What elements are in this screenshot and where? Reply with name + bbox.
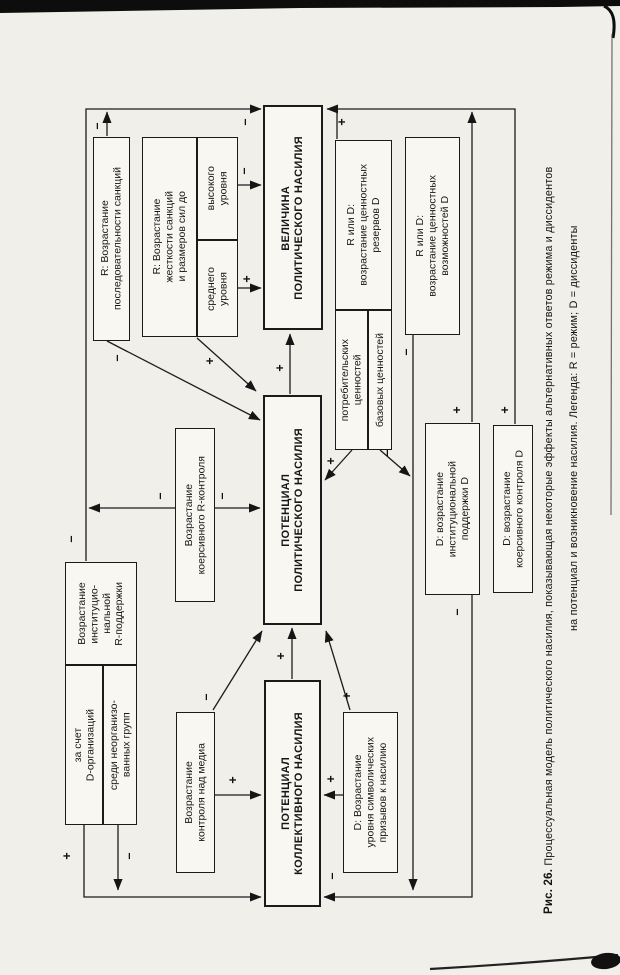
edge-sign-label: – (121, 852, 136, 860)
edge-basic-values-to-downline (379, 449, 411, 477)
edge-sign-label: + (334, 118, 349, 126)
edge-severity-to-potential (196, 337, 257, 392)
edge-sign-label: – (89, 122, 104, 130)
edge-sign-label: + (339, 692, 354, 700)
edge-sign-label: + (323, 457, 338, 465)
edge-sign-label: – (398, 348, 413, 356)
edge-sign-label: + (273, 652, 288, 660)
edge-sign-label: – (324, 872, 339, 880)
edge-sign-label: + (239, 275, 254, 283)
edge-media-to-potential (212, 630, 263, 711)
edge-consistency-to-potential (106, 340, 261, 421)
caption-text-1: Процессуальная модель политического наси… (543, 166, 555, 869)
edge-sign-label: – (198, 693, 213, 701)
edge-sign-label: + (449, 406, 464, 414)
page-corner-curl (603, 4, 616, 39)
edge-sign-label: + (323, 775, 338, 783)
right-page-edge-line (610, 33, 613, 516)
caption-text-2: на потенциал и возникновение насилия. Ле… (568, 225, 580, 631)
edge-sign-label: – (236, 167, 251, 175)
edge-sign-label: – (63, 535, 78, 543)
edge-sign-label: + (59, 852, 74, 860)
top-page-edge-bar (0, 0, 620, 13)
edge-consumer-values-to-potential (324, 449, 353, 481)
edge-sign-label: – (449, 608, 464, 616)
box-unorganized-groups-cell: среди неорганизо-ванных групп (103, 665, 137, 825)
figure-caption-line-1: Рис. 26. Процессуальная модель политичес… (543, 92, 567, 914)
figure-caption-line-2: на потенциал и возникновение насилия. Ле… (568, 108, 588, 748)
edge-right-rail-to-magnitude (326, 104, 516, 424)
edge-appeals-to-potential (324, 630, 351, 711)
ink-smudge (591, 952, 620, 970)
edge-sign-label: – (379, 449, 394, 457)
figure-number: Рис. 26. (543, 868, 555, 914)
edge-d-institutional-to-collective (323, 595, 473, 902)
box-label: среди неорганизо-ванных групп (107, 699, 132, 791)
edge-sign-label: – (237, 118, 252, 126)
box-label: базовых ценностей (373, 332, 386, 428)
edge-sign-label: + (497, 406, 512, 414)
edge-sign-label: + (272, 364, 287, 372)
edge-sign-label: – (109, 354, 124, 362)
edge-left-rail-to-magnitude (85, 104, 262, 561)
edge-sign-label: + (202, 357, 217, 365)
edge-sign-label: – (214, 492, 229, 500)
edge-sign-label: + (225, 776, 240, 784)
edge-sign-label: – (152, 492, 167, 500)
box-basic-values-cell: базовых ценностей (368, 310, 392, 450)
edge-d-organizations-to-collective (83, 825, 262, 902)
